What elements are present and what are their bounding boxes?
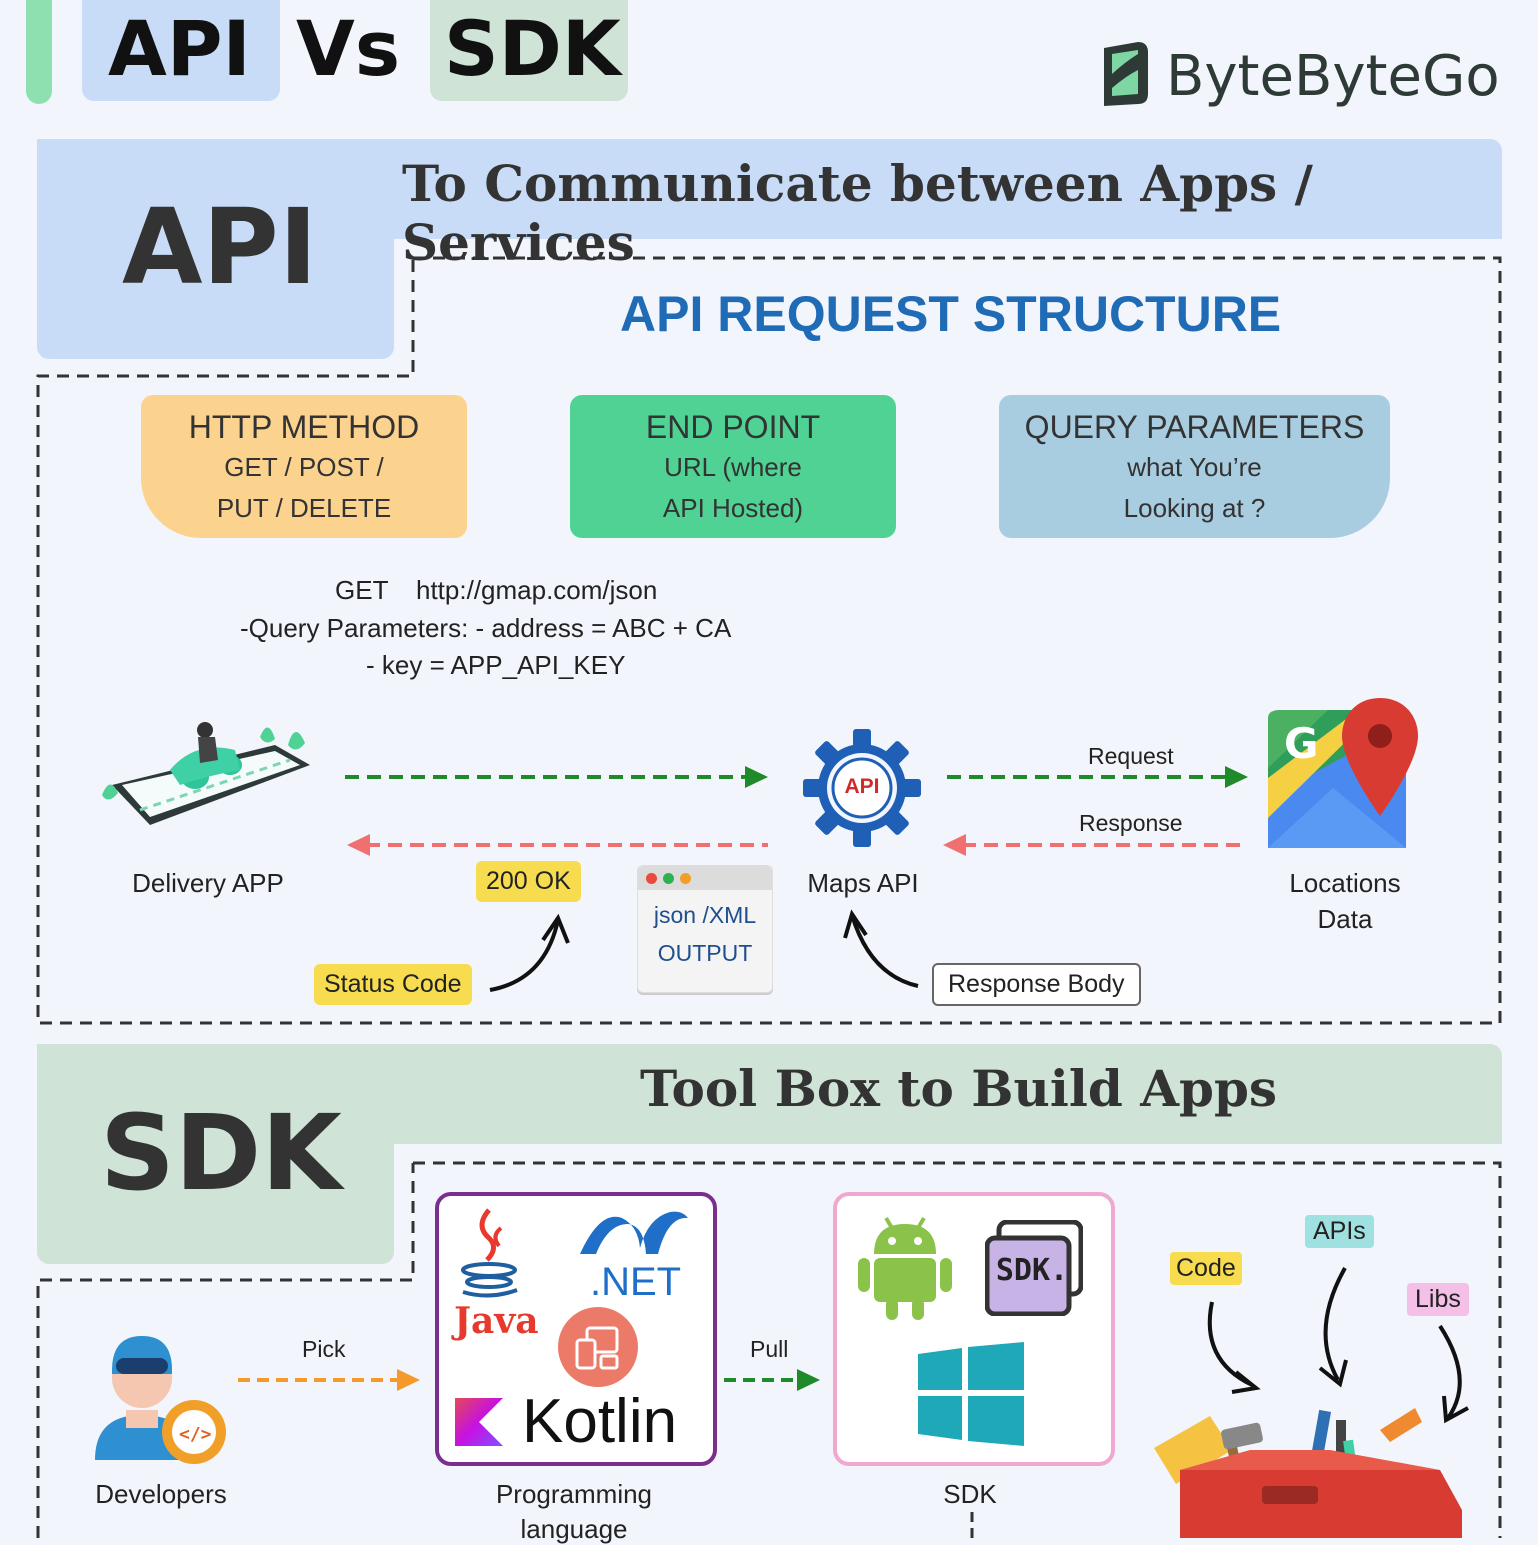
card-end-point-line1: URL (where [664,452,802,482]
status-code-badge: Status Code [314,964,472,1005]
delivery-app-icon [100,715,320,850]
dotnet-label: .NET [590,1260,682,1304]
pick-arrow [238,1369,420,1391]
svg-text:</>: </> [179,1424,212,1445]
svg-text:G: G [1284,719,1318,768]
api-heading: To Communicate between Apps / Services [402,154,1313,272]
flow-arrows [345,766,1248,992]
dotnet-logo-icon [578,1208,690,1256]
code-curve-arrow [1207,1301,1261,1394]
sdk-devices-icon [557,1306,639,1388]
api-label-block [37,139,394,359]
maps-to-app-arrow [347,834,768,856]
response-body-badge: Response Body [932,963,1141,1006]
card-query-parameters: QUERY PARAMETERS what You’re Looking at … [999,395,1390,538]
status-ok-badge: 200 OK [476,861,581,902]
maps-api-label: Maps API [807,868,919,898]
request-query-params: -Query Parameters: - address = ABC + CA [240,613,732,643]
response-arrow [943,834,1245,856]
response-body-curve-arrow [843,909,919,988]
card-query-parameters-line1: what You’re [1127,452,1262,482]
card-end-point: END POINT URL (where API Hosted) [570,395,896,538]
card-end-point-title: END POINT [645,409,821,445]
api-structure-title: API REQUEST STRUCTURE [620,286,1282,342]
output-window-titlebar [638,866,772,890]
output-window: json /XML OUTPUT [637,865,773,993]
sdk-big-label: SDK [100,1092,342,1214]
sdk-label-block [37,1044,394,1264]
app-to-maps-arrow [345,766,768,788]
api-gear-icon [801,727,923,849]
pull-arrow [724,1369,820,1391]
request-arrow [947,766,1248,788]
title-api-tag [82,0,280,101]
window-maximize-dot [680,873,691,884]
card-http-method-line1: GET / POST / [224,452,384,482]
request-key: - key = APP_API_KEY [366,650,626,680]
output-line1: json /XML [653,902,757,928]
java-logo-icon [455,1208,527,1298]
request-label: Request [1088,743,1174,769]
header-accent-bar [26,0,52,104]
window-minimize-dot [663,873,674,884]
windows-logo-icon [918,1342,1024,1446]
response-label: Response [1079,810,1183,836]
apis-tag: APIs [1305,1215,1374,1248]
output-line2: OUTPUT [657,940,753,966]
card-http-method-title: HTTP METHOD [188,409,420,445]
locations-label-line1: Locations [1289,868,1401,898]
apis-curve-arrow [1318,1267,1348,1388]
toolbox-icon [1150,1400,1475,1538]
sdk-heading: Tool Box to Build Apps [640,1059,1278,1118]
developer-icon: </> [90,1330,230,1470]
title-api: API [108,4,251,93]
card-query-parameters-line2: Looking at ? [1123,493,1266,523]
api-gear-badge: API [844,775,880,798]
google-maps-icon: G [1268,698,1420,850]
title-sdk: SDK [444,4,621,93]
window-close-dot [646,873,657,884]
request-url: http://gmap.com/json [416,575,658,605]
card-http-method: HTTP METHOD GET / POST / PUT / DELETE [141,395,467,538]
programming-label-line1: Programming [495,1479,653,1509]
pick-label: Pick [302,1336,346,1362]
delivery-app-label: Delivery APP [132,868,284,898]
status-code-curve-arrow [489,913,570,992]
card-end-point-line2: API Hosted) [662,493,804,523]
request-method: GET [335,575,389,605]
programming-label-line2: language [520,1514,628,1544]
title-sdk-tag [430,0,628,101]
brand-name: ByteByteGo [1166,44,1500,109]
card-http-method-line2: PUT / DELETE [216,493,392,523]
title-vs: Vs [296,4,401,93]
sdk-caption: SDK [943,1479,997,1509]
sdk-window-icon [984,1219,1084,1317]
card-query-parameters-title: QUERY PARAMETERS [1024,409,1365,445]
kotlin-label: Kotlin [522,1387,678,1456]
libs-tag: Libs [1407,1283,1469,1316]
sdk-window-badge: SDK. [995,1253,1069,1288]
developers-label: Developers [95,1479,227,1509]
api-big-label: API [122,186,318,308]
kotlin-logo-icon [455,1398,503,1446]
code-tag: Code [1170,1252,1242,1285]
api-dashed-frame [36,256,1502,1025]
locations-label-line2: Data [1317,904,1373,934]
libs-curve-arrow [1438,1324,1469,1424]
brand-logo-icon [1098,40,1154,110]
android-icon [856,1214,954,1320]
java-label: Java [454,1300,539,1342]
pull-label: Pull [750,1336,789,1362]
